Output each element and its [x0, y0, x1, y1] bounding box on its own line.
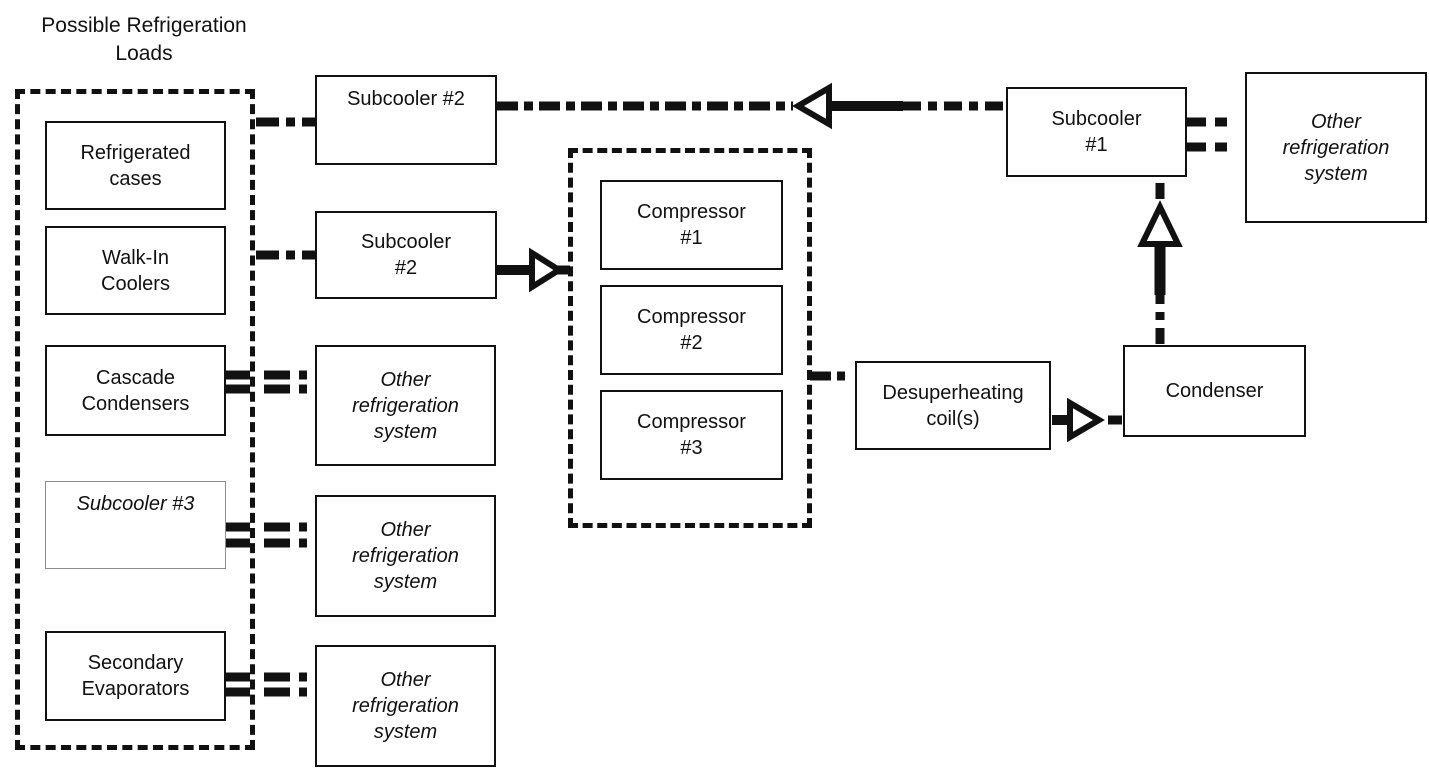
node-cascade-condensers: Cascade Condensers: [45, 345, 226, 436]
node-subcooler-2: Subcooler #2: [315, 211, 497, 299]
arrowhead-right-icon: [1067, 397, 1105, 443]
node-compressor-1: Compressor #1: [600, 180, 783, 270]
compressor-group-outline: [568, 148, 812, 528]
node-secondary-evaporators: Secondary Evaporators: [45, 631, 226, 721]
node-other-refrigeration-1: Other refrigeration system: [315, 345, 496, 466]
arrowhead-up-icon: [1137, 200, 1183, 247]
node-condenser: Condenser: [1123, 345, 1306, 437]
node-subcooler-3: Subcooler #3: [45, 481, 226, 569]
node-compressor-3: Compressor #3: [600, 390, 783, 480]
node-refrigerated-cases: Refrigerated cases: [45, 121, 226, 210]
diagram-title: Possible Refrigeration Loads: [41, 14, 247, 66]
node-other-refrigeration-3: Other refrigeration system: [315, 645, 496, 767]
possible-loads-group-outline: [15, 89, 255, 750]
arrowhead-left-icon: [792, 82, 832, 130]
node-subcooler-2-top: Subcooler #2: [315, 75, 497, 165]
node-subcooler-1: Subcooler #1: [1006, 87, 1187, 177]
node-other-refrigeration-right: Other refrigeration system: [1245, 72, 1427, 223]
node-other-refrigeration-2: Other refrigeration system: [315, 495, 496, 617]
node-walk-in-coolers: Walk-In Coolers: [45, 226, 226, 315]
arrowhead-right-icon: [529, 247, 565, 293]
node-compressor-2: Compressor #2: [600, 285, 783, 375]
node-desuperheating-coils: Desuperheating coil(s): [855, 361, 1051, 450]
